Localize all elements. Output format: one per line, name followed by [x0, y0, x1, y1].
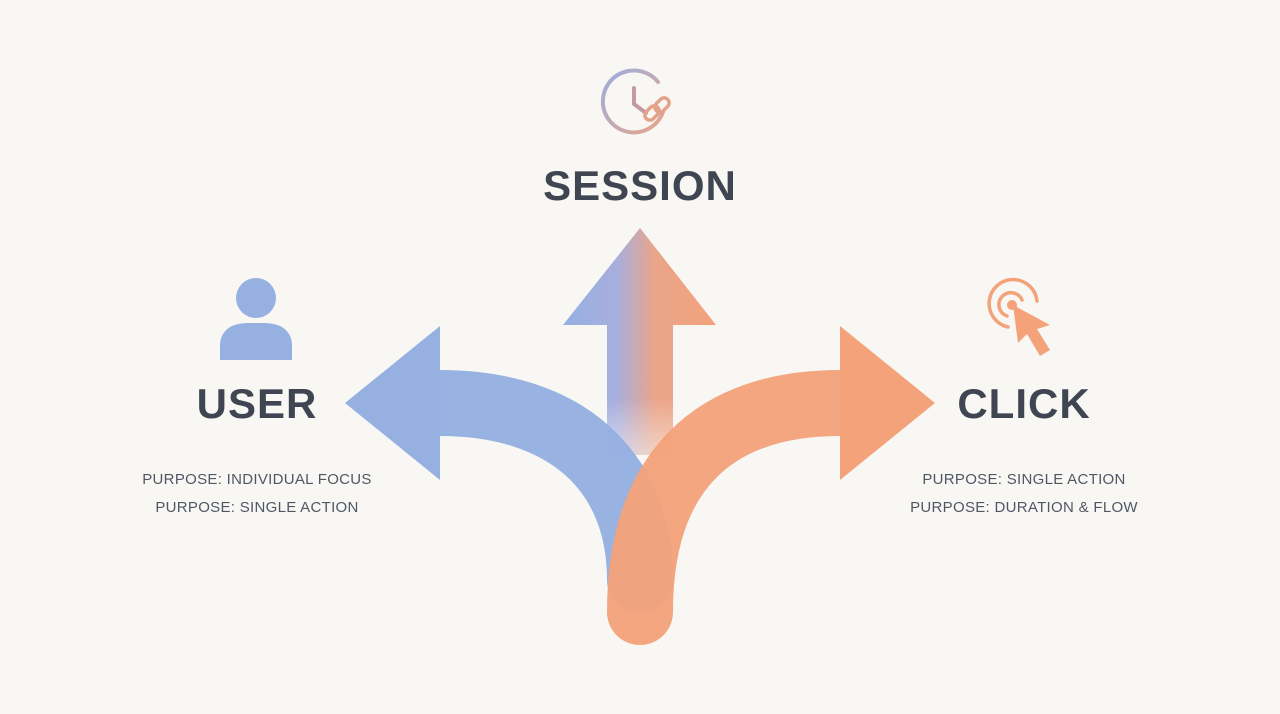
click-purpose: PURPOSE: DURATION & FLOW	[910, 499, 1138, 516]
user-icon	[220, 278, 292, 360]
click-title: CLICK	[957, 380, 1091, 427]
cursor-click-icon	[987, 277, 1050, 356]
user-purpose: PURPOSE: INDIVIDUAL FOCUS	[142, 471, 372, 488]
session-arrow	[563, 228, 716, 455]
click-arrow	[607, 326, 935, 645]
user-title: USER	[196, 380, 318, 427]
user-purpose: PURPOSE: SINGLE ACTION	[155, 499, 359, 516]
click-purpose: PURPOSE: SINGLE ACTION	[922, 471, 1126, 488]
clock-link-icon	[600, 68, 671, 135]
session-title: SESSION	[543, 162, 737, 209]
user-arrow	[345, 326, 673, 613]
